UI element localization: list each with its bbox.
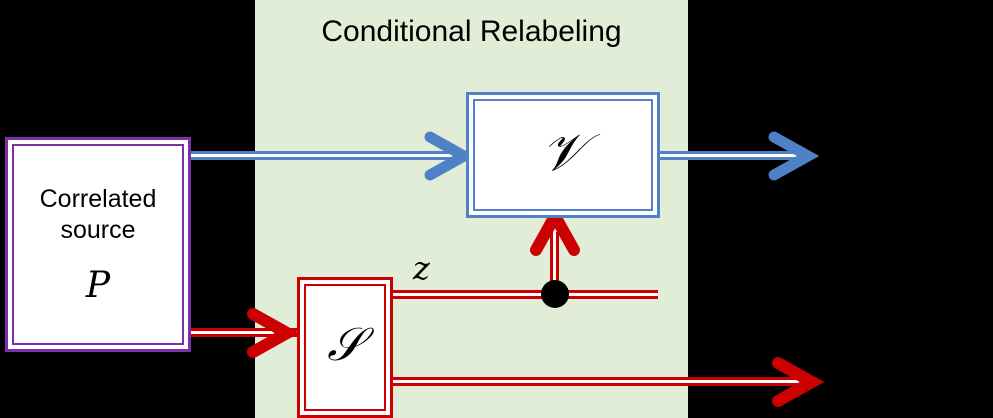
edge-source-to-verifier-line [191,151,466,160]
encoder-block[interactable]: 𝒮 [297,277,393,418]
relabeler-symbol: 𝒱 [541,123,585,183]
correlated-source-inner: Correlated source P [12,144,184,345]
edge-source-to-verifier-arrowhead [424,131,476,181]
panel-title: Conditional Relabeling [321,15,622,48]
branch-dot-icon [541,280,569,308]
correlated-source-symbol: P [85,264,111,306]
edge-source-to-sampler-arrowhead [247,308,300,358]
edge-sampler-z-line [393,290,658,299]
encoder-symbol: 𝒮 [327,316,363,371]
edge-sampler-output-arrowhead [772,357,825,407]
relabeler-inner: 𝒱 [473,99,653,211]
encoder-inner: 𝒮 [304,284,386,411]
edge-source-to-sampler-line [191,328,301,337]
edge-verifier-output-line [660,151,805,160]
edge-verifier-output-arrowhead [768,131,820,181]
relabeler-block[interactable]: 𝒱 [466,92,660,218]
edge-sampler-output-line [393,377,811,386]
correlated-source-label-line2: source [60,215,136,244]
edge-z-to-verifier-line [550,232,559,298]
correlated-source-block[interactable]: Correlated source P [5,137,191,352]
edge-label-z: z [413,249,430,287]
correlated-source-label-line1: Correlated [39,184,157,213]
